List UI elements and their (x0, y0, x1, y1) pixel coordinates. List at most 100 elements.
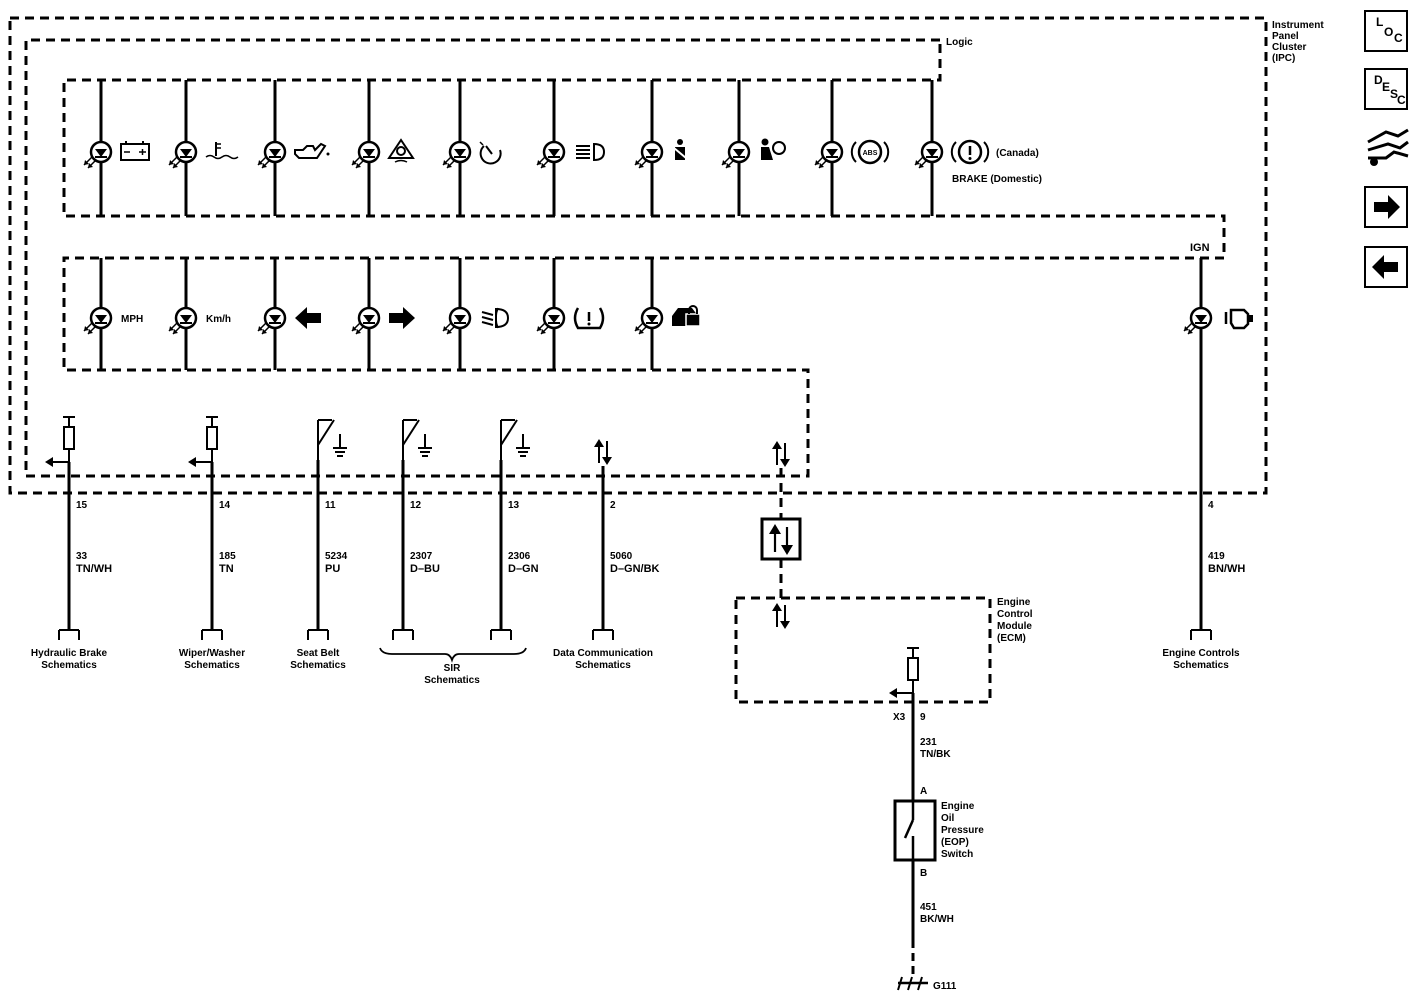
traction-control-icon (387, 138, 415, 163)
battery-icon (120, 141, 150, 161)
indicator-lamp (633, 258, 701, 370)
ground-wire-number: 451 (920, 902, 937, 913)
indicator-lamp (720, 80, 786, 216)
high-beam-icon (576, 142, 606, 162)
indicator-lamp (256, 80, 330, 216)
indicator-lamp: (Canada) BRAKE (Domestic) (913, 80, 1042, 216)
wire-number: 185 (219, 551, 236, 562)
pin-number: 4 (1208, 500, 1214, 511)
arrow-left-icon (1372, 255, 1398, 279)
eop-switch (893, 799, 937, 862)
pin-number: 15 (76, 500, 88, 511)
wire-color: TN/WH (76, 563, 112, 575)
indicator-label: MPH (121, 314, 143, 325)
indicator-lamp: MPH (82, 258, 143, 370)
brake-warning-icon (950, 139, 990, 165)
fog-lamp-icon (481, 307, 510, 329)
wire-number: 419 (1208, 551, 1225, 562)
airbag-icon (761, 138, 786, 160)
coolant-temp-icon (205, 142, 239, 160)
wire-number: 5060 (610, 551, 633, 562)
location-button[interactable]: L O C (1364, 10, 1408, 52)
ground-wire-color: BK/WH (920, 914, 954, 925)
indicator-lamp (633, 80, 687, 216)
serial-data-link (760, 440, 802, 630)
indicator-lamp (535, 258, 605, 370)
bottom-indicator-row: MPH Km/h (82, 258, 701, 370)
check-engine-lamp (1182, 258, 1253, 605)
indicator-lamp (441, 258, 510, 370)
pin-number: 12 (410, 500, 422, 511)
tire-pressure-icon (573, 307, 605, 330)
wire-number: 2306 (508, 551, 531, 562)
security-icon (672, 305, 701, 327)
indicator-lamp (350, 80, 415, 216)
seat-belt-icon (673, 139, 687, 160)
logic-outline (24, 38, 1226, 478)
sir-brace (379, 647, 527, 663)
indicator-lamp: ABS (813, 80, 890, 216)
wire-color: D–BU (410, 563, 440, 575)
ipc-outline (8, 16, 1268, 495)
indicator-label: (Canada) (996, 148, 1039, 159)
svg-text:ABS: ABS (863, 150, 878, 157)
wire-number: 33 (76, 551, 88, 562)
connector-view-icon[interactable] (1364, 122, 1412, 170)
ecm-wire-number: 231 (920, 737, 937, 748)
ecm-pin: 9 (920, 712, 926, 723)
indicator-lamp (256, 258, 321, 370)
top-indicator-row: ABS (Canada) BRAKE (Domestic) (82, 80, 1042, 216)
ecm-connector: X3 (893, 712, 906, 723)
check-engine-icon (1224, 308, 1253, 330)
indicator-lamp (535, 80, 606, 216)
indicator-lamp (350, 258, 415, 370)
eop-pin-a: A (920, 786, 927, 797)
ecm-outline (734, 596, 992, 704)
logic-label: Logic (946, 37, 973, 48)
cruise-control-icon (479, 141, 502, 165)
pin-number: 14 (219, 500, 231, 511)
indicator-sublabel: BRAKE (Domestic) (952, 174, 1042, 185)
wire-number: 2307 (410, 551, 433, 562)
ground-symbol (897, 976, 928, 991)
pin-number: 2 (610, 500, 616, 511)
description-button[interactable]: D E S C (1364, 68, 1408, 110)
wire-color: D–GN (508, 563, 539, 575)
abs-icon: ABS (850, 139, 890, 165)
wire-color: TN (219, 563, 234, 575)
wire-color: D–GN/BK (610, 563, 660, 575)
indicator-lamp: Km/h (167, 258, 231, 370)
pin-number: 11 (325, 500, 336, 511)
next-page-button[interactable] (1364, 186, 1408, 228)
turn-left-arrow-icon (295, 307, 321, 329)
pin-number: 13 (508, 500, 520, 511)
oil-pressure-icon (294, 142, 330, 159)
indicator-label: Km/h (206, 314, 231, 325)
indicator-lamp (441, 80, 502, 216)
turn-right-arrow-icon (389, 307, 415, 329)
wire-number: 5234 (325, 551, 348, 562)
wire-color: BN/WH (1208, 563, 1245, 575)
ecm-wire-color: TN/BK (920, 749, 951, 760)
previous-page-button[interactable] (1364, 246, 1408, 288)
eop-pin-b: B (920, 868, 927, 879)
indicator-lamp (167, 80, 239, 216)
indicator-lamp (82, 80, 150, 216)
